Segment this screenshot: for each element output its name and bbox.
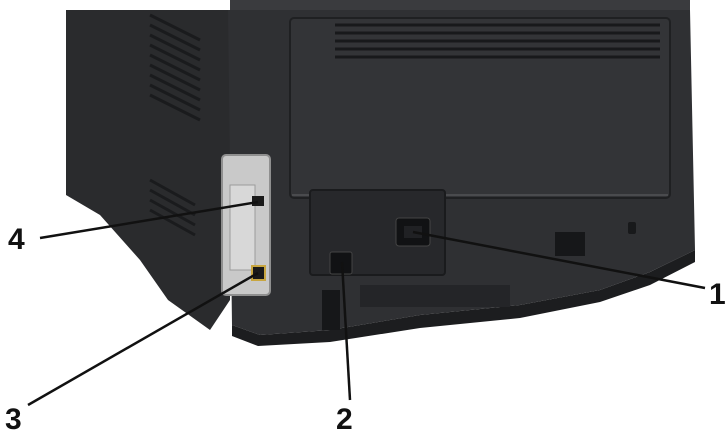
bottom-foot-left <box>322 290 340 330</box>
callout-line-2 <box>340 261 352 401</box>
right-lock <box>628 222 636 234</box>
usb-port <box>252 196 264 206</box>
callout-line-1 <box>412 230 706 290</box>
callout-label-3: 3 <box>5 403 22 436</box>
printer-left-side <box>66 10 232 330</box>
port-panel-inner <box>229 184 256 271</box>
callout-lines <box>27 200 706 407</box>
callout-line-4 <box>39 200 259 240</box>
side-vents-upper <box>149 13 201 122</box>
callout-label-2: 2 <box>336 403 353 436</box>
callout-label-1: 1 <box>709 278 725 311</box>
bottom-tray <box>360 285 510 307</box>
printer-base <box>232 250 695 346</box>
rear-door <box>289 17 671 199</box>
side-vents-lower <box>149 178 196 237</box>
rear-top-vents <box>335 23 660 59</box>
callout-label-4: 4 <box>8 223 25 256</box>
printer-top <box>230 0 690 12</box>
ethernet-port <box>251 265 266 281</box>
right-slot <box>555 232 585 256</box>
callout-line-3 <box>27 271 259 407</box>
